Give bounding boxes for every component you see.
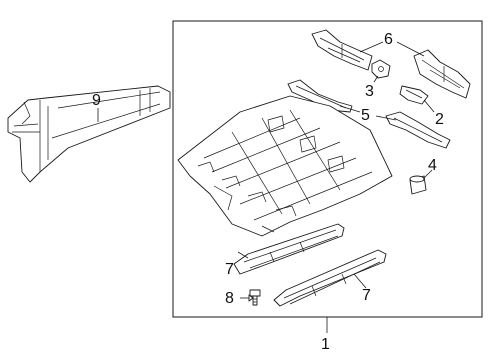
floor-pan-part [177,95,393,237]
callout-6-leader-b [396,41,425,57]
seat-crossmember-right [413,49,471,99]
callout-1: 1 [321,336,330,353]
callout-9: 9 [92,92,101,109]
callout-2-leader [423,99,435,113]
callout-4: 4 [428,157,437,174]
callout-7-leader-b [353,273,367,289]
callout-8-arrowhead [248,294,254,302]
callout-4-leader [423,169,433,179]
small-bracket-part [399,85,429,105]
plug-part [409,175,427,195]
floor-rail-lower [273,249,387,307]
rocker-panel-part [7,85,171,183]
callout-5-leader-a [339,105,361,113]
callout-6: 6 [384,31,393,48]
bolt-part [249,289,261,306]
seat-crossmember-left [311,29,373,71]
callout-7-leader-a [237,251,249,259]
callout-7a: 7 [225,261,234,278]
callout-5-leader-b [375,115,397,121]
callout-3-leader [373,75,379,83]
reinforcement-right [385,111,451,149]
floor-rail-upper [233,223,345,275]
callout-3: 3 [365,83,374,100]
callout-8: 8 [225,290,234,307]
assembly-frame [172,20,483,318]
callout-2: 2 [435,111,444,128]
callout-6-leader-a [359,41,384,53]
callout-5: 5 [361,107,370,124]
callout-7b: 7 [362,287,371,304]
bracket-part [371,59,391,79]
